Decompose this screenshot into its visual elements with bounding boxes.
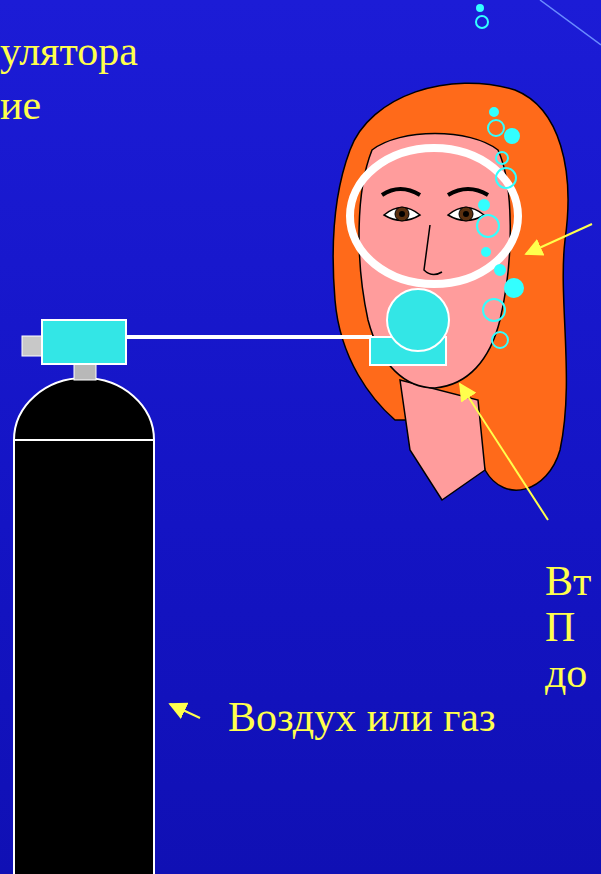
gas-tank <box>14 378 154 874</box>
pupil <box>463 211 469 217</box>
slide-label: П <box>545 606 575 648</box>
iris <box>395 207 409 221</box>
slide-label: ие <box>0 84 41 126</box>
slide-label: улятора <box>0 30 138 72</box>
mouthpiece <box>387 289 449 351</box>
neck <box>400 380 485 500</box>
slide-label: до <box>545 652 587 694</box>
eyebrow <box>448 189 488 195</box>
bubbles <box>476 5 523 348</box>
nose <box>424 225 442 275</box>
leader-arrow <box>460 384 548 520</box>
eyebrow <box>382 189 420 195</box>
leader-arrow <box>170 704 200 718</box>
pupil <box>399 211 405 217</box>
face <box>359 134 510 389</box>
first-stage-nub <box>22 336 44 356</box>
pointer-line <box>540 0 601 45</box>
iris <box>459 207 473 221</box>
tank-seam <box>14 439 154 441</box>
dive-mask <box>350 148 518 284</box>
eye <box>384 208 420 221</box>
slide-label: Вт <box>545 560 591 602</box>
leader-arrow <box>526 224 592 254</box>
slide-label: Воздух или газ <box>228 696 496 738</box>
first-stage <box>42 320 126 364</box>
hose <box>126 335 372 339</box>
